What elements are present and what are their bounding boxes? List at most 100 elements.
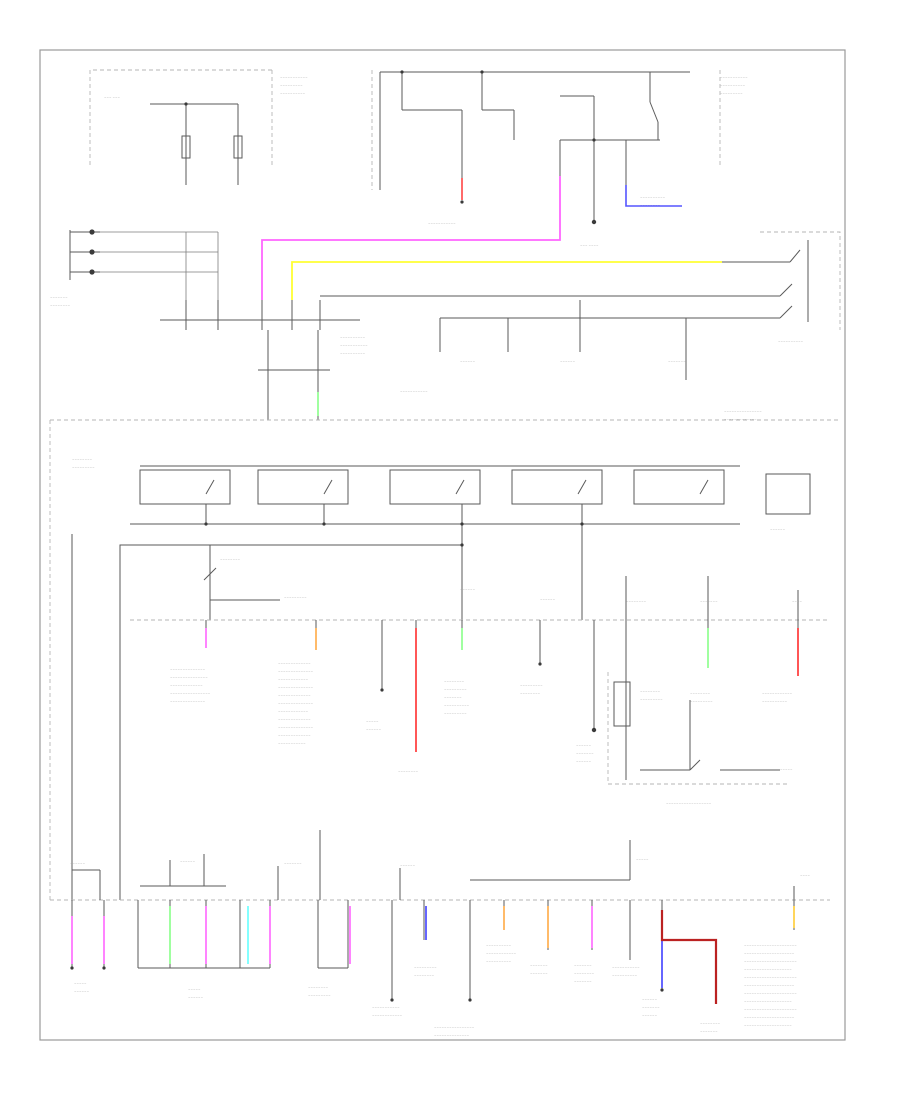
svg-text:~~~~~~~~~~~~~~~~~~~: ~~~~~~~~~~~~~~~~~~~ bbox=[744, 1023, 792, 1027]
svg-text:~~~~~~~~~~~~~: ~~~~~~~~~~~~~ bbox=[278, 717, 311, 721]
svg-text:~~~~~~~~~~~~~: ~~~~~~~~~~~~~ bbox=[170, 683, 203, 687]
diagram-frame bbox=[39, 49, 846, 1041]
svg-text:~~~~~~~~~~: ~~~~~~~~~~ bbox=[340, 335, 366, 339]
svg-text:~~~~~~~~~: ~~~~~~~~~ bbox=[284, 595, 307, 599]
svg-text:~~~~~~~~~~~: ~~~~~~~~~~~ bbox=[372, 1005, 400, 1009]
svg-text:~~~~~~~~: ~~~~~~~~ bbox=[640, 689, 661, 693]
svg-text:~~~~~: ~~~~~ bbox=[780, 767, 793, 771]
svg-text:~~~~~~~~~: ~~~~~~~~~ bbox=[690, 699, 713, 703]
svg-text:~~~~~~~~~~: ~~~~~~~~~~ bbox=[640, 195, 666, 199]
jb-relay-row: ~~~~~~~~ ~~~~~~~~~ ~~~~~~ bbox=[72, 457, 811, 620]
svg-text:~~~~~~~~: ~~~~~~~~ bbox=[414, 973, 435, 977]
svg-text:~~~~~~~: ~~~~~~~ bbox=[700, 1029, 718, 1033]
svg-text:~~~~~~~~~~~~~~~~~~~~: ~~~~~~~~~~~~~~~~~~~~ bbox=[744, 951, 795, 955]
top-center-fuse-block: ~~~~~~~~~~~ ~~~~~~~~~~ ~~~~~~~~~ ~~~~~~~… bbox=[371, 70, 748, 247]
svg-text:~~~~~~~~~~~~: ~~~~~~~~~~~~ bbox=[372, 1013, 403, 1017]
svg-text:~~~~~~: ~~~~~~ bbox=[180, 859, 196, 863]
svg-text:~~~~~~~~: ~~~~~~~~ bbox=[398, 769, 419, 773]
svg-text:~~~~~~~~: ~~~~~~~~ bbox=[50, 303, 71, 307]
svg-text:~~~~~~: ~~~~~~ bbox=[366, 727, 382, 731]
svg-text:~~~~~~~~~~~: ~~~~~~~~~~~ bbox=[720, 75, 748, 79]
svg-text:~~~~~~~~~~~~~~: ~~~~~~~~~~~~~~ bbox=[434, 1033, 470, 1037]
left-vertical-bus bbox=[71, 534, 464, 900]
svg-text:~~~~~~~~~~: ~~~~~~~~~~ bbox=[280, 91, 306, 95]
svg-text:~~~~~~~~~~~~: ~~~~~~~~~~~~ bbox=[278, 677, 309, 681]
svg-text:~~~~: ~~~~ bbox=[792, 599, 803, 603]
svg-text:~~~~~~: ~~~~~~ bbox=[74, 989, 90, 993]
svg-text:~~~~~~: ~~~~~~ bbox=[70, 861, 86, 865]
svg-text:~~~~~~~~~~: ~~~~~~~~~~ bbox=[778, 339, 804, 343]
svg-text:~~~~~~~~~: ~~~~~~~~~ bbox=[520, 683, 543, 687]
svg-text:~~~~~~~~~~~~~~~~~~~~~: ~~~~~~~~~~~~~~~~~~~~~ bbox=[744, 1007, 797, 1011]
svg-text:~~~~~~~~~~~~~~~~~~~~~: ~~~~~~~~~~~~~~~~~~~~~ bbox=[744, 959, 797, 963]
ignition-switch: ~~~~~~~~~~ bbox=[320, 231, 841, 343]
svg-text:~~~~~~~~~~~: ~~~~~~~~~~~ bbox=[278, 741, 306, 745]
svg-text:~~~~~~~~~~~~~~~: ~~~~~~~~~~~~~~~ bbox=[170, 675, 208, 679]
svg-text:~~~~~~~~~~: ~~~~~~~~~~ bbox=[612, 973, 638, 977]
svg-text:~~~~~~: ~~~~~~ bbox=[460, 359, 476, 363]
svg-text:~~~~~~~~: ~~~~~~~~ bbox=[574, 971, 595, 975]
svg-text:~~~~~~~~~~~~~~~~~~~~: ~~~~~~~~~~~~~~~~~~~~ bbox=[744, 1015, 795, 1019]
svg-text:~~~~~~~: ~~~~~~~ bbox=[444, 695, 462, 699]
svg-text:~~~~~~~~~: ~~~~~~~~~ bbox=[280, 83, 303, 87]
connector-row-a: ~~~~~~~~~~ ~~~~~~~~~~~ ~~~~~~~~~~ bbox=[160, 300, 368, 355]
main-feed-junction bbox=[258, 330, 330, 420]
svg-text:~~~~~~~~~~~~~~~~~~~: ~~~~~~~~~~~~~~~~~~~ bbox=[744, 999, 792, 1003]
svg-text:~~~~~~~~~~~~~~~~~~~~~: ~~~~~~~~~~~~~~~~~~~~~ bbox=[744, 943, 797, 947]
svg-text:~~~~~~~~: ~~~~~~~~ bbox=[308, 985, 329, 989]
svg-text:~~~~~~~~~~~: ~~~~~~~~~~~ bbox=[612, 965, 640, 969]
bottom-component-labels: ~~~~~ ~~~~~~ ~~~~~ ~~~~~~ ~~~~~~~~ ~~~~~… bbox=[74, 943, 797, 1037]
svg-text:~~~~~~~~: ~~~~~~~~ bbox=[640, 203, 661, 207]
svg-text:~~~~~~~~~~: ~~~~~~~~~~ bbox=[762, 699, 788, 703]
svg-text:~~~~~~~: ~~~~~~~ bbox=[668, 359, 686, 363]
svg-text:~~~~~~~: ~~~~~~~ bbox=[576, 751, 594, 755]
svg-text:~~~~~~~~~~: ~~~~~~~~~~ bbox=[486, 959, 512, 963]
svg-text:~~~~~~: ~~~~~~ bbox=[188, 995, 204, 999]
svg-text:~~~~~~~~~: ~~~~~~~~~ bbox=[72, 465, 95, 469]
bottom-drops bbox=[70, 900, 795, 1002]
svg-text:~~~~~~~~~~~: ~~~~~~~~~~~ bbox=[340, 343, 368, 347]
svg-text:~~~~~~~~~~~~~~~~~~~: ~~~~~~~~~~~~~~~~~~~ bbox=[744, 967, 792, 971]
svg-text:~~~~~~~~~~~~~: ~~~~~~~~~~~~~ bbox=[278, 733, 311, 737]
svg-text:~~~~~~: ~~~~~~ bbox=[460, 587, 476, 591]
svg-text:~~~~~~~~~: ~~~~~~~~~ bbox=[308, 993, 331, 997]
svg-text:~~~~~~~: ~~~~~~~ bbox=[530, 963, 548, 967]
svg-text:~~~~~~~~~: ~~~~~~~~~ bbox=[640, 697, 663, 701]
svg-text:~~~~~~~: ~~~~~~~ bbox=[284, 861, 302, 865]
svg-text:~~~~~~~: ~~~~~~~ bbox=[700, 599, 718, 603]
svg-text:~~~~~~: ~~~~~~ bbox=[642, 1013, 658, 1017]
svg-text:~~~~~~~~~~~~~~~~: ~~~~~~~~~~~~~~~~ bbox=[434, 1025, 475, 1029]
svg-text:~~~~~~~~~~~~~: ~~~~~~~~~~~~~ bbox=[278, 693, 311, 697]
svg-text:~~~~~~~~: ~~~~~~~~ bbox=[72, 457, 93, 461]
svg-text:~~~~~~~~: ~~~~~~~~ bbox=[220, 557, 241, 561]
svg-text:~~~~~~~~~~~~: ~~~~~~~~~~~~ bbox=[486, 951, 517, 955]
svg-text:~~~~~~~~~~~~~~: ~~~~~~~~~~~~~~ bbox=[170, 667, 206, 671]
svg-text:~~~~~~~~~~~~~~~~: ~~~~~~~~~~~~~~~~ bbox=[170, 691, 211, 695]
svg-text:~~~~~~~~~~~~~~~~~~: ~~~~~~~~~~~~~~~~~~ bbox=[666, 801, 712, 805]
sub-relay: ~~~~~~~~ ~~~~~~~~~ bbox=[203, 545, 307, 620]
svg-text:~~~~~~~~~~~: ~~~~~~~~~~~ bbox=[280, 75, 308, 79]
wire-yellow-long bbox=[291, 261, 722, 300]
svg-text:~~~~~~~: ~~~~~~~ bbox=[642, 1005, 660, 1009]
svg-text:~~~~~~~~~~~~~: ~~~~~~~~~~~~~ bbox=[278, 661, 311, 665]
wire-dark-red-b bbox=[660, 910, 718, 1004]
svg-text:~~~~~~~~~: ~~~~~~~~~ bbox=[720, 91, 743, 95]
accessory-relays: ~~~~~~ ~~~~~~ ~~~~~~~ ~~~~~~~~~~~ bbox=[400, 300, 687, 393]
svg-text:~~~~~~~~~~~~~~: ~~~~~~~~~~~~~~ bbox=[170, 699, 206, 703]
svg-text:~~~~~~~~~~~~~~: ~~~~~~~~~~~~~~ bbox=[278, 669, 314, 673]
svg-text:~~~~~~: ~~~~~~ bbox=[540, 597, 556, 601]
svg-text:~~~~~~~~~~~~~~: ~~~~~~~~~~~~~~ bbox=[278, 701, 314, 705]
row-2-component-labels: ~~~~~~~~~~~~~~ ~~~~~~~~~~~~~~~ ~~~~~~~~~… bbox=[170, 661, 793, 773]
wire-blue-top bbox=[625, 185, 682, 207]
left-sensor-connectors: ~~~~~~~ ~~~~~~~~ bbox=[50, 229, 219, 307]
svg-text:~~~~~~: ~~~~~~ bbox=[576, 759, 592, 763]
svg-text:~~~~~~: ~~~~~~ bbox=[642, 997, 658, 1001]
svg-text:~~~~~~~~~~~~~~~~~~~~~: ~~~~~~~~~~~~~~~~~~~~~ bbox=[744, 975, 797, 979]
svg-text:~~~~~~~~~~: ~~~~~~~~~~ bbox=[720, 83, 746, 87]
svg-text:~~~~~~~: ~~~~~~~ bbox=[574, 963, 592, 967]
svg-text:~~~~~~~~: ~~~~~~~~ bbox=[690, 691, 711, 695]
svg-text:~~~~~~~~~~~~~: ~~~~~~~~~~~~~ bbox=[724, 417, 757, 421]
svg-text:~~~~~~: ~~~~~~ bbox=[576, 743, 592, 747]
svg-text:~~~~~~~~~~: ~~~~~~~~~~ bbox=[340, 351, 366, 355]
